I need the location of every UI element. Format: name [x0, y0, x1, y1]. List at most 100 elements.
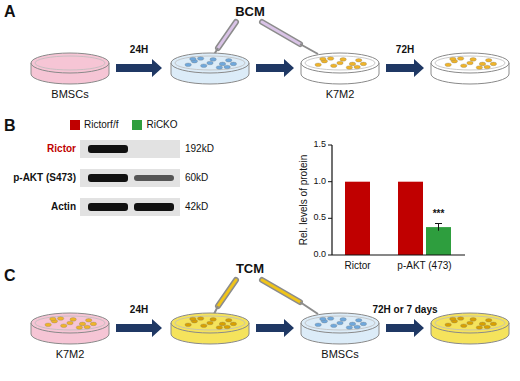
blot-strip — [80, 140, 180, 158]
cell — [479, 322, 485, 326]
dish-inner-rim — [305, 316, 375, 330]
cell — [450, 57, 456, 61]
petri-dish-node: BMSCs — [298, 312, 382, 361]
cell — [67, 321, 73, 325]
blot-band — [88, 203, 128, 211]
dish-rim — [301, 53, 379, 73]
legend-swatch — [132, 120, 142, 130]
cell — [486, 319, 492, 323]
blot-band — [134, 175, 174, 181]
dish-rim — [431, 313, 509, 333]
process-arrow — [256, 319, 294, 337]
tick-label: 1.5 — [313, 139, 326, 149]
cell — [457, 57, 463, 61]
legend-item: RiCKO — [132, 119, 177, 130]
time-label: 72H or 7 days — [372, 304, 437, 316]
cell — [190, 57, 196, 61]
petri-dish-node: K7M2 — [28, 312, 112, 361]
dish-inner-rim — [35, 316, 105, 330]
cell — [219, 62, 225, 66]
cell — [207, 61, 213, 65]
cell — [486, 59, 492, 63]
blot-strip — [80, 169, 180, 187]
legend: Rictorf/f RiCKO — [70, 119, 178, 130]
cell — [230, 62, 236, 66]
dish-inner-rim — [35, 56, 105, 70]
petri-dish — [31, 313, 109, 344]
cell — [356, 319, 362, 323]
axis-title: Rel. levels of protein — [298, 155, 310, 246]
legend-text: Rictorf/f — [84, 119, 118, 130]
time-label: 24H — [130, 44, 148, 56]
cell — [354, 325, 360, 329]
cell — [70, 318, 76, 322]
tick — [328, 145, 332, 146]
cell — [331, 64, 337, 68]
cell — [86, 319, 92, 323]
dish-shape — [300, 312, 380, 346]
cell — [226, 319, 232, 323]
error-bar — [435, 223, 442, 224]
cell — [320, 57, 326, 61]
cell — [484, 325, 490, 329]
dish-inner-rim — [435, 56, 505, 70]
cell — [461, 64, 467, 68]
petri-dish-node: K7M2 — [298, 52, 382, 101]
blot-row-label: p-AKT (S473) — [13, 172, 76, 184]
cell — [450, 317, 456, 321]
dish-label: BMSCs — [298, 312, 382, 361]
process-arrow — [386, 59, 424, 77]
cell — [90, 322, 96, 326]
cell — [201, 64, 207, 68]
cell — [490, 62, 496, 66]
petri-dish — [171, 313, 249, 344]
pipette-body — [262, 22, 300, 44]
cell — [207, 321, 213, 325]
cell — [470, 318, 476, 322]
pipette-liquid — [218, 22, 236, 48]
cell — [50, 317, 56, 321]
cell — [216, 326, 222, 330]
cell — [210, 58, 216, 62]
cell — [461, 324, 467, 328]
medium-name: TCM — [236, 262, 264, 277]
dish-inner-rim — [435, 316, 505, 330]
dish-rim — [31, 53, 109, 73]
tick-label: 1.0 — [313, 176, 326, 186]
pipette-body — [218, 280, 236, 306]
cell — [315, 63, 321, 67]
cell — [76, 326, 82, 330]
dish-rim — [31, 313, 109, 333]
dish-rim — [171, 53, 249, 73]
western-blot — [80, 140, 180, 216]
y-axis — [331, 145, 332, 255]
significance-mark: *** — [433, 208, 445, 220]
panel-letter: C — [4, 267, 16, 285]
petri-dish — [301, 53, 379, 84]
cell — [327, 317, 333, 321]
bar — [398, 182, 423, 255]
cell — [484, 65, 490, 69]
cell — [327, 57, 333, 61]
molecular-weight: 192kD — [185, 143, 214, 155]
cell — [354, 65, 360, 69]
dish-label: K7M2 — [28, 312, 112, 361]
cell — [315, 323, 321, 327]
legend-item: Rictorf/f — [70, 119, 118, 130]
process-arrow — [256, 59, 294, 77]
dish-rim — [301, 313, 379, 333]
cell — [346, 66, 352, 70]
cell — [476, 326, 482, 330]
pipette — [212, 280, 236, 318]
cell — [470, 58, 476, 62]
cell — [57, 317, 63, 321]
cell — [346, 326, 352, 330]
blot-band — [88, 174, 128, 182]
cell — [467, 321, 473, 325]
dish-inner-rim — [175, 316, 245, 330]
pipette — [262, 22, 318, 54]
panel-letter: B — [4, 117, 16, 135]
dish-label: BMSCs — [28, 52, 112, 101]
petri-dish — [431, 53, 509, 84]
